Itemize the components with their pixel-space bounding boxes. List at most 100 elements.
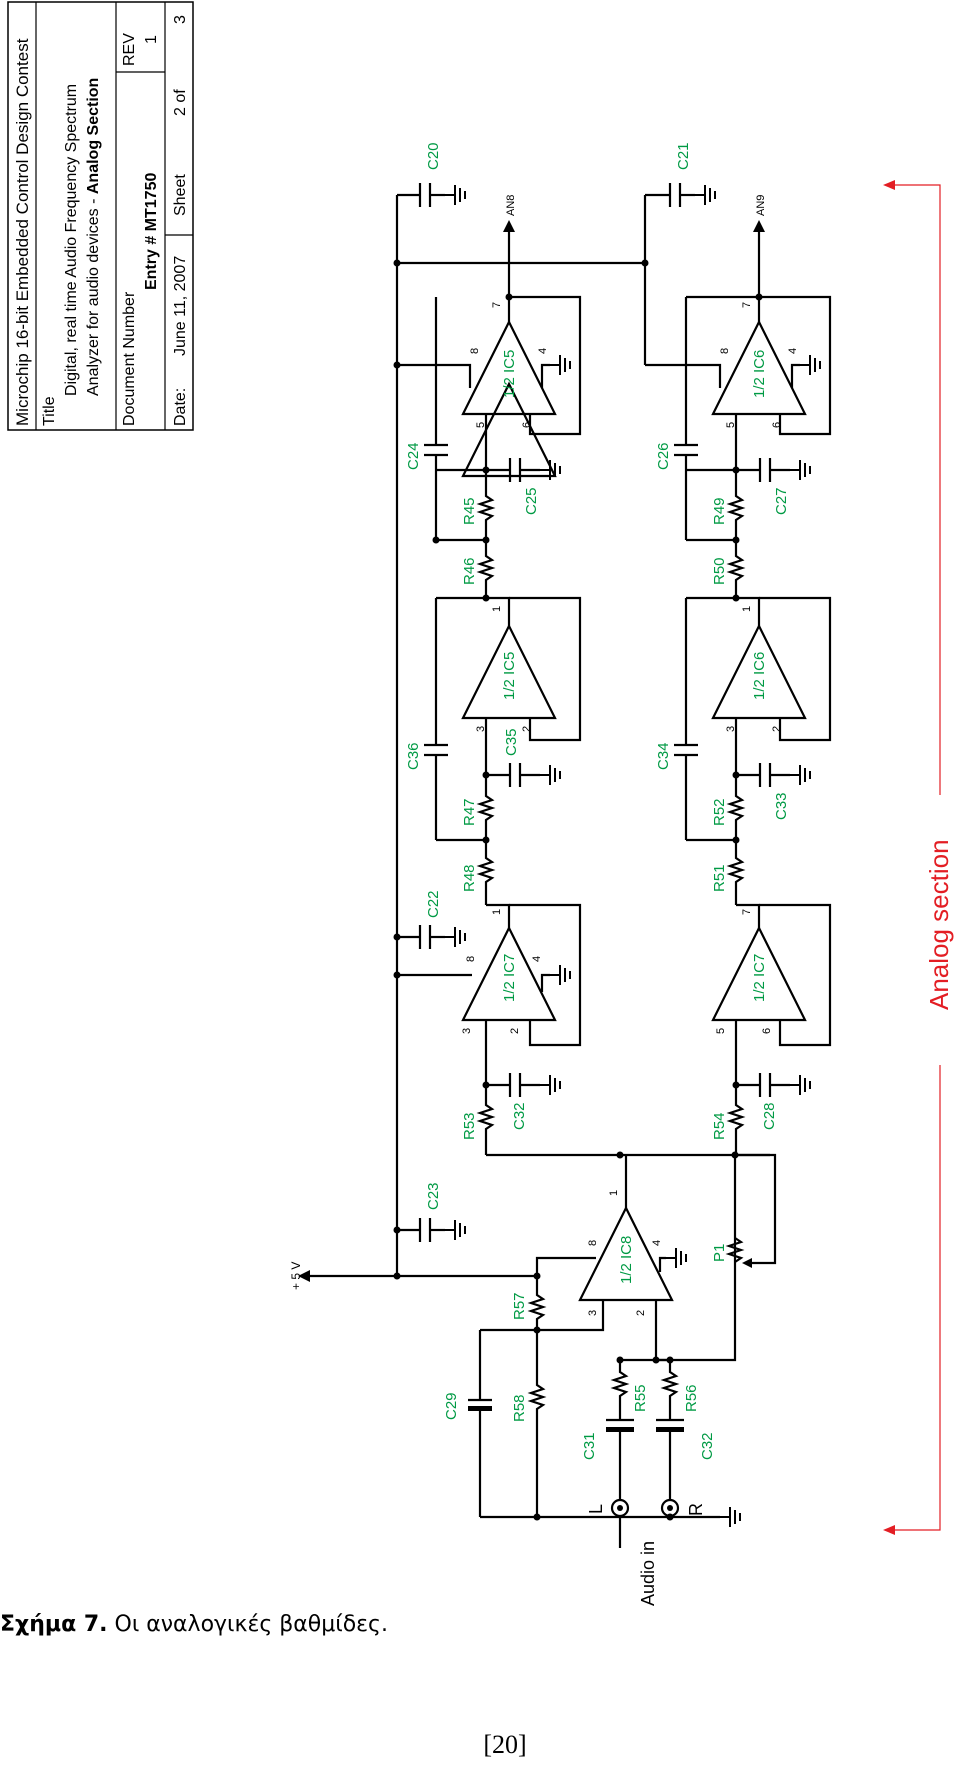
c32b-label: C32 xyxy=(699,1432,716,1460)
output-an9: AN9 xyxy=(755,195,767,216)
ic6b-pin-6: 6 xyxy=(771,422,783,428)
filter-stage-ic7a: 1/2 IC7 3 2 8 4 1 C32 R53 xyxy=(393,903,770,1159)
filter-stage-ic5a: 1/2 IC5 3 2 1 C36 C35 R47 R48 xyxy=(405,596,582,905)
c21-label: C21 xyxy=(675,142,692,170)
c35-label: C35 xyxy=(503,728,520,756)
c20-label: C20 xyxy=(425,142,442,170)
ic7b-pin-5: 5 xyxy=(715,1028,727,1034)
ic7b-pin-7: 7 xyxy=(741,909,753,915)
ic7a-pin-1: 1 xyxy=(491,909,503,915)
ic5a-pin-3: 3 xyxy=(475,726,487,732)
ic5a-pin-1: 1 xyxy=(491,606,503,612)
ic8-pin-2: 2 xyxy=(635,1310,647,1316)
caption-text: Οι αναλογικές βαθμίδες. xyxy=(107,1612,388,1637)
c33-label: C33 xyxy=(773,792,790,820)
audio-in-label: Audio in xyxy=(638,1541,658,1606)
input-stage-ic8: 1/2 IC8 3 2 8 4 1 P1 R57 R58 C29 xyxy=(443,1153,777,1606)
ic7a-pin-4: 4 xyxy=(531,956,543,962)
supply-label: + 5 V xyxy=(289,1262,303,1290)
ic8-pin-1: 1 xyxy=(608,1190,620,1196)
ic8-pin-8: 8 xyxy=(587,1240,599,1246)
r46-label: R46 xyxy=(461,557,478,585)
ic7a-pin-8: 8 xyxy=(465,956,477,962)
analog-section-label: Analog section xyxy=(924,839,954,1010)
date-label: Date: xyxy=(172,388,189,426)
r45-label: R45 xyxy=(461,497,478,525)
title-company: Microchip 16-bit Embedded Control Design… xyxy=(13,38,32,426)
ic6b-pin-4: 4 xyxy=(787,348,799,354)
c34-label: C34 xyxy=(655,742,672,770)
r56-label: R56 xyxy=(683,1384,700,1412)
ic7a-pin-2: 2 xyxy=(509,1028,521,1034)
ic5b-pin-7: 7 xyxy=(491,302,503,308)
ic6a-pin-1: 1 xyxy=(741,606,753,612)
rev-label: REV xyxy=(121,33,138,66)
schematic-diagram: Microchip 16-bit Embedded Control Design… xyxy=(7,1,955,1606)
ic8-label: 1/2 IC8 xyxy=(618,1236,635,1284)
ic6b-pin-5: 5 xyxy=(725,422,737,428)
r57-label: R57 xyxy=(511,1292,528,1320)
ic8-pin-3: 3 xyxy=(587,1310,599,1316)
sheet-label: Sheet xyxy=(172,174,189,216)
c27-label: C27 xyxy=(773,487,790,515)
ic5b-pin-6: 6 xyxy=(521,422,533,428)
c28-label: C28 xyxy=(761,1102,778,1130)
output-stage-an8: 1/2 IC5 5 6 8 4 7 AN8 C24 C25 R45 R xyxy=(393,195,582,602)
r47-label: R47 xyxy=(461,798,478,826)
c29-label: C29 xyxy=(443,1392,460,1420)
ic6a-label: 1/2 IC6 xyxy=(751,652,768,700)
title-line-2-bold: Analog Section xyxy=(85,78,102,194)
date-value: June 11, 2007 xyxy=(172,256,189,356)
ic5b-pin-5: 5 xyxy=(475,422,487,428)
ic7a-label: 1/2 IC7 xyxy=(501,954,518,1002)
title-line-1: Digital, real time Audio Frequency Spect… xyxy=(63,84,80,396)
sheet-value: 2 of xyxy=(172,89,189,116)
c22-label: C22 xyxy=(425,890,442,918)
ic5a-pin-2: 2 xyxy=(521,726,533,732)
docnum-value: Entry # MT1750 xyxy=(143,173,160,290)
ic8-pin-4: 4 xyxy=(651,1240,663,1246)
title-label: Title xyxy=(41,396,58,426)
sheet-total: 3 xyxy=(172,15,189,24)
c32a-label: C32 xyxy=(511,1102,528,1130)
r49-label: R49 xyxy=(711,497,728,525)
rev-value: 1 xyxy=(143,35,160,44)
ic6a-pin-2: 2 xyxy=(771,726,783,732)
r52-label: R52 xyxy=(711,798,728,826)
ic7b-pin-6: 6 xyxy=(761,1028,773,1034)
caption-number: Σχήμα 7. xyxy=(0,1612,108,1637)
output-stage-an9: 1/2 IC6 5 6 8 4 7 AN9 C26 C27 R49 R xyxy=(645,195,832,602)
channel-right-label: R xyxy=(686,1503,706,1516)
ic5b-pin-8: 8 xyxy=(469,348,481,354)
c26-label: C26 xyxy=(655,442,672,470)
supply-rail: + 5 V C20 C21 C22 C23 xyxy=(289,142,716,1290)
r54-label: R54 xyxy=(711,1112,728,1140)
r53-label: R53 xyxy=(461,1112,478,1140)
figure-caption: Σχήμα 7. Οι αναλογικές βαθμίδες. xyxy=(0,1612,388,1637)
ic6b-pin-8: 8 xyxy=(719,348,731,354)
c36-label: C36 xyxy=(405,742,422,770)
ic6b-pin-7: 7 xyxy=(741,302,753,308)
ic5b-label: 1/2 IC5 xyxy=(501,350,518,398)
r50-label: R50 xyxy=(711,557,728,585)
page-number: [20] xyxy=(483,1730,527,1759)
ic5b-pin-4: 4 xyxy=(537,348,549,354)
c25-label: C25 xyxy=(523,487,540,515)
c23-label: C23 xyxy=(425,1182,442,1210)
r48-label: R48 xyxy=(461,864,478,892)
c24-label: C24 xyxy=(405,442,422,470)
title-line-2: Analyzer for audio devices - Analog Sect… xyxy=(85,78,102,396)
r58-label: R58 xyxy=(511,1394,528,1422)
ic6a-pin-3: 3 xyxy=(725,726,737,732)
filter-stage-ic6a: 1/2 IC6 3 2 1 C34 C33 R52 R51 xyxy=(655,596,832,905)
analog-section-bracket: Analog section xyxy=(883,180,955,1535)
filter-stage-ic7b: 1/2 IC7 5 6 7 C28 R54 xyxy=(711,903,832,1155)
r51-label: R51 xyxy=(711,864,728,892)
ic6b-label: 1/2 IC6 xyxy=(751,350,768,398)
title-block: Microchip 16-bit Embedded Control Design… xyxy=(7,1,194,431)
ic5a-label: 1/2 IC5 xyxy=(501,652,518,700)
title-line-2-prefix: Analyzer for audio devices - xyxy=(85,194,102,396)
ic7a-pin-3: 3 xyxy=(461,1028,473,1034)
c31-label: C31 xyxy=(581,1432,598,1460)
ic7b-label: 1/2 IC7 xyxy=(751,954,768,1002)
